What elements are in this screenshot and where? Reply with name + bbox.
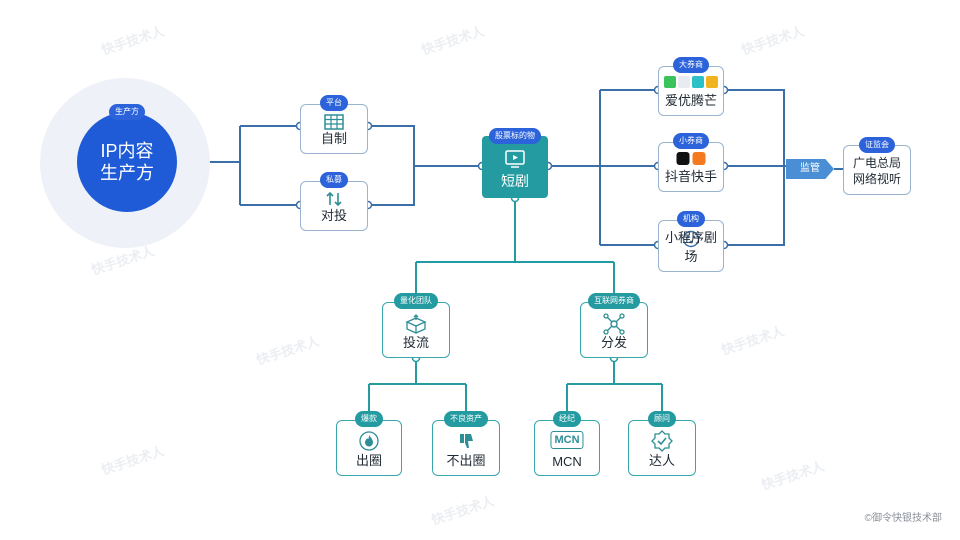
regulator-line2: 网络视听: [852, 172, 901, 186]
source-credit: ©御令快银技术部: [864, 513, 942, 524]
producer-line2: 生产方: [100, 163, 154, 183]
video-apps-icon: [664, 76, 718, 88]
thumbs-down-icon: [460, 434, 473, 448]
fire-icon: [359, 431, 379, 451]
big-broker-tag: 大券商: [673, 57, 709, 73]
producer-tag: 生产方: [109, 104, 145, 120]
small-broker-tag: 小券商: [673, 133, 709, 149]
quant-tag: 量化团队: [394, 293, 438, 309]
bad-asset-node: 不出圈: [432, 420, 500, 476]
advisor-node: 达人: [628, 420, 696, 476]
hit-label: 出圈: [355, 453, 382, 468]
hit-node: 出圈: [336, 420, 402, 476]
regulator-tag: 证监会: [859, 137, 895, 153]
platform-tag: 平台: [320, 95, 348, 111]
broker-agent-label: MCN: [552, 454, 582, 469]
box-upload-icon: [405, 314, 427, 334]
mcn-icon: MCN: [550, 431, 584, 449]
institution-label: 小程序剧场: [664, 230, 717, 264]
bad-asset-label: 不出圈: [446, 453, 486, 468]
internet-broker-tag: 互联网券商: [588, 293, 640, 309]
private-tag: 私募: [320, 172, 348, 188]
broker-agent-tag: 经纪: [553, 411, 581, 427]
platform-node: 自制: [300, 104, 368, 154]
quant-label: 投流: [402, 335, 429, 350]
private-label: 对投: [320, 208, 347, 223]
platform-label: 自制: [320, 131, 347, 146]
institution-node: 小程序剧场: [658, 220, 724, 272]
big-broker-node: 爱优腾芒: [658, 66, 724, 116]
internet-broker-node: 分发: [580, 302, 648, 358]
supervision-arrow: 监管: [786, 159, 834, 179]
network-icon: [603, 313, 625, 335]
tv-icon: [505, 150, 525, 168]
producer-line1: IP内容: [100, 141, 154, 161]
bad-asset-tag: 不良资产: [444, 411, 488, 427]
center-label: 短剧: [501, 173, 529, 189]
internet-broker-label: 分发: [600, 335, 627, 350]
advisor-label: 达人: [648, 453, 675, 468]
broker-agent-node: MCN MCN: [534, 420, 600, 476]
institution-tag: 机构: [677, 211, 705, 227]
regulator-line1: 广电总局: [852, 156, 901, 170]
producer-node: IP内容 生产方: [77, 112, 177, 212]
private-node: 对投: [300, 181, 368, 231]
advisor-tag: 顾问: [648, 411, 676, 427]
swap-arrows-icon: [326, 191, 342, 207]
grid-icon: [324, 114, 344, 130]
mini-program-icon: [682, 230, 700, 248]
short-video-apps-icon: [676, 152, 706, 165]
small-broker-label: 抖音快手: [664, 169, 717, 184]
center-node: 短剧: [482, 136, 548, 198]
small-broker-node: 抖音快手: [658, 142, 724, 192]
center-tag: 股票标的物: [489, 128, 541, 144]
big-broker-label: 爱优腾芒: [664, 93, 717, 108]
hit-tag: 爆款: [355, 411, 383, 427]
verified-badge-icon: [651, 430, 673, 452]
quant-node: 投流: [382, 302, 450, 358]
